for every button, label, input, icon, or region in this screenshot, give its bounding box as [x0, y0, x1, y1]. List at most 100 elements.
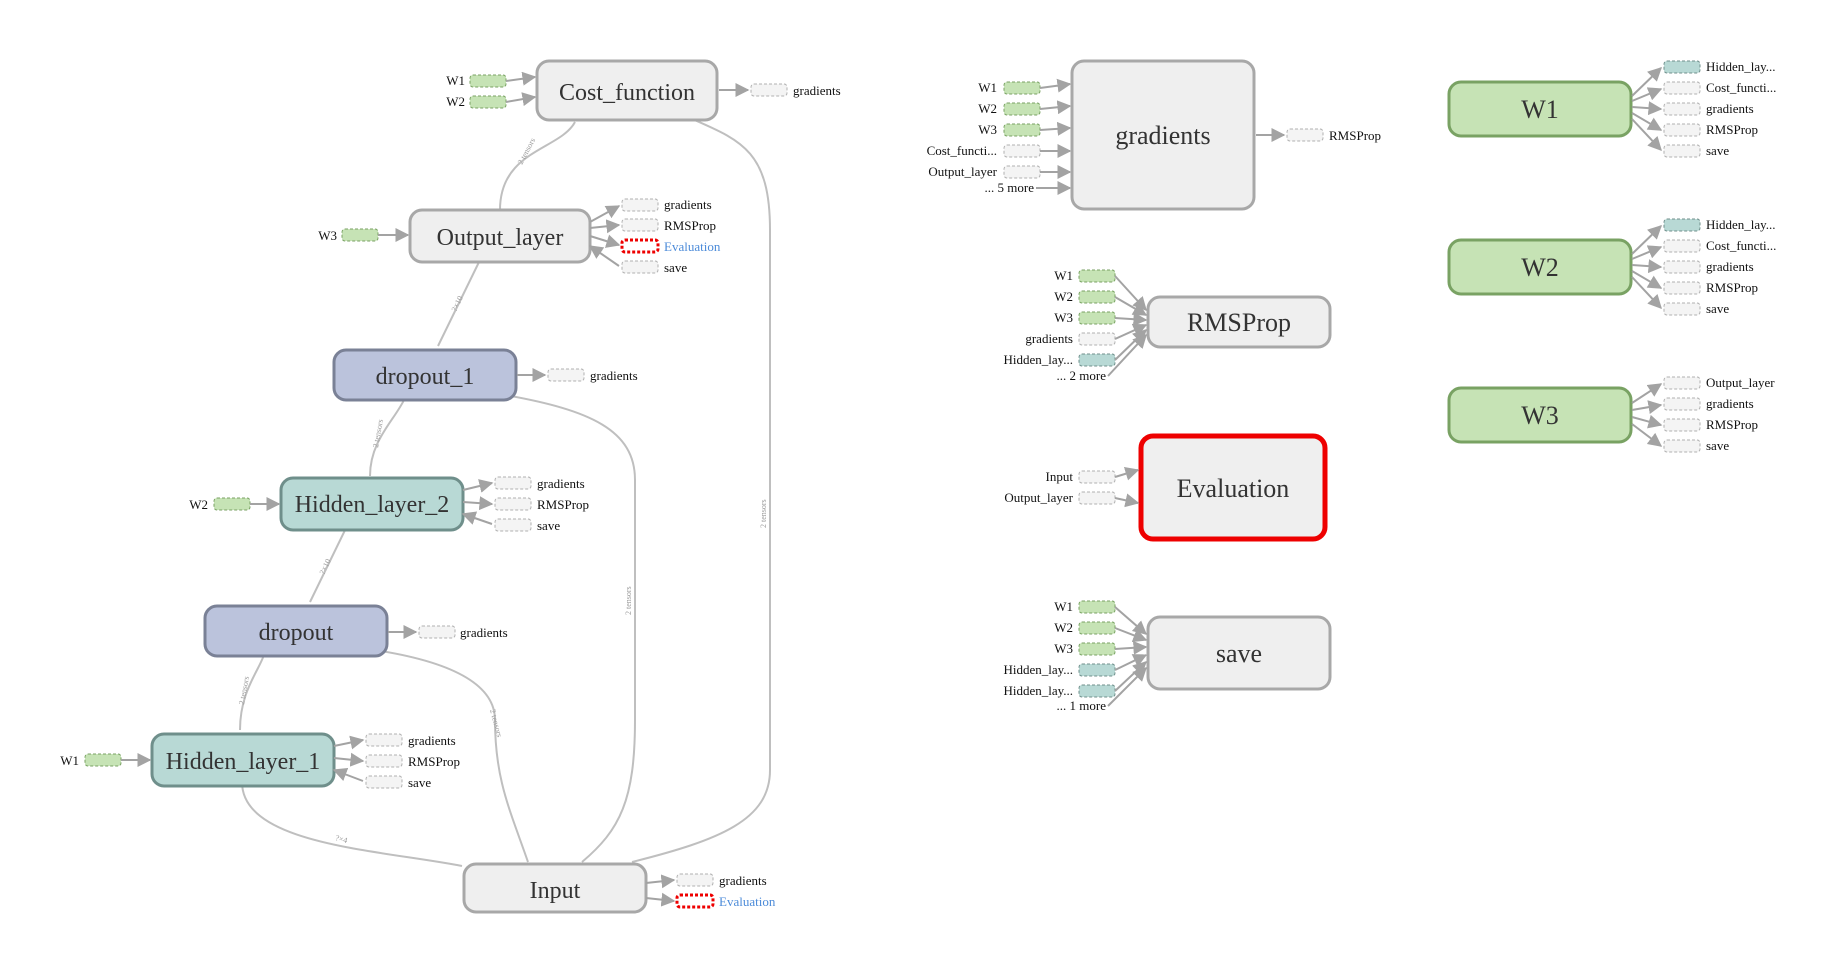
w1-out-save[interactable]: save: [1706, 143, 1729, 158]
port-chip: [1663, 439, 1701, 453]
rmsprop-in-w1[interactable]: W1: [1054, 268, 1073, 283]
gradients-more-inputs[interactable]: ... 5 more: [985, 180, 1035, 195]
port-chip: [1078, 470, 1116, 484]
output-layer-out-evaluation[interactable]: Evaluation: [664, 239, 721, 254]
hidden-port-chip: [1078, 684, 1116, 698]
cost-function-port-gradients[interactable]: gradients: [719, 83, 841, 98]
node-dropout-1[interactable]: dropout_1: [332, 348, 518, 402]
gradients-in-cost-function[interactable]: Cost_functi...: [927, 143, 997, 158]
node-dropout[interactable]: dropout: [203, 604, 389, 658]
input-out-gradients[interactable]: gradients: [719, 873, 767, 888]
port-label: gradients: [590, 368, 638, 383]
rmsprop-in-w2[interactable]: W2: [1054, 289, 1073, 304]
hidden-layer-2-out-rmsprop[interactable]: RMSProp: [537, 497, 589, 512]
rmsprop-more-inputs[interactable]: ... 2 more: [1057, 368, 1107, 383]
port-arrow: [1114, 661, 1148, 692]
save-in-w2[interactable]: W2: [1054, 620, 1073, 635]
port-arrow: [461, 511, 493, 525]
edge-label-input-to-cost: 2 tensors: [759, 499, 768, 528]
w3-out-rmsprop[interactable]: RMSProp: [1706, 417, 1758, 432]
w2-out-gradients[interactable]: gradients: [1706, 259, 1754, 274]
evaluation-in-input[interactable]: Input: [1046, 469, 1074, 484]
node-input[interactable]: Input: [462, 862, 648, 914]
w2-out-rmsprop[interactable]: RMSProp: [1706, 280, 1758, 295]
input-out-ports: gradients Evaluation: [645, 873, 776, 909]
dropout-1-port-gradients[interactable]: gradients: [517, 368, 638, 383]
port-chip: [494, 518, 532, 532]
node-hidden-layer-2[interactable]: Hidden_layer_2: [279, 476, 465, 532]
w1-out-hidden-layer[interactable]: Hidden_lay...: [1706, 59, 1776, 74]
hidden-port-chip: [1663, 218, 1701, 232]
port-arrow: [1631, 67, 1663, 97]
hidden-layer-2-port-w2[interactable]: W2: [189, 497, 281, 512]
hidden-layer-1-port-w1[interactable]: W1: [60, 753, 152, 768]
rmsprop-in-gradients[interactable]: gradients: [1025, 331, 1073, 346]
port-arrow: [645, 874, 676, 889]
weight-port-chip: [1078, 290, 1116, 304]
rmsprop-in-hidden-layer[interactable]: Hidden_lay...: [1003, 352, 1073, 367]
output-layer-out-gradients[interactable]: gradients: [664, 197, 712, 212]
node-input-label: Input: [530, 878, 581, 904]
w1-out-gradients[interactable]: gradients: [1706, 101, 1754, 116]
hidden-layer-1-out-ports: gradients RMSProp save: [332, 733, 460, 790]
w2-out-hidden-layer[interactable]: Hidden_lay...: [1706, 217, 1776, 232]
gradients-in-w1[interactable]: W1: [978, 80, 997, 95]
input-out-evaluation[interactable]: Evaluation: [719, 894, 776, 909]
gradients-in-output-layer[interactable]: Output_layer: [928, 164, 997, 179]
weight-port-chip: [1078, 621, 1116, 635]
port-chip: [1003, 165, 1041, 179]
cost-function-port-w1[interactable]: W1: [446, 71, 537, 88]
dropout-port-gradients[interactable]: gradients: [388, 625, 508, 640]
node-hidden-layer-1[interactable]: Hidden_layer_1: [150, 732, 336, 788]
save-more-inputs[interactable]: ... 1 more: [1057, 698, 1107, 713]
hidden-layer-1-out-rmsprop[interactable]: RMSProp: [408, 754, 460, 769]
hidden-layer-1-out-save[interactable]: save: [408, 775, 431, 790]
gradients-in-w2[interactable]: W2: [978, 101, 997, 116]
hidden-layer-2-out-save[interactable]: save: [537, 518, 560, 533]
node-output-layer[interactable]: Output_layer: [408, 208, 592, 264]
aux-node-evaluation[interactable]: Evaluation: [1138, 433, 1328, 542]
aux-node-gradients[interactable]: gradients: [1070, 59, 1256, 211]
edge-input-to-hidden1: [241, 781, 463, 867]
hidden-layer-2-out-gradients[interactable]: gradients: [537, 476, 585, 491]
aux-node-w3-label: W3: [1521, 401, 1559, 430]
highlight-port-chip: [675, 893, 715, 909]
save-in-w3[interactable]: W3: [1054, 641, 1073, 656]
aux-node-w1[interactable]: W1: [1447, 80, 1633, 138]
save-in-w1[interactable]: W1: [1054, 599, 1073, 614]
aux-node-w2[interactable]: W2: [1447, 238, 1633, 296]
output-layer-port-w3[interactable]: W3: [318, 228, 410, 243]
gradients-out-rmsprop[interactable]: RMSProp: [1256, 128, 1381, 143]
output-layer-out-rmsprop[interactable]: RMSProp: [664, 218, 716, 233]
output-layer-out-ports: gradients RMSProp Evaluation save: [588, 197, 721, 275]
aux-node-w3[interactable]: W3: [1447, 386, 1633, 444]
port-arrow: [333, 735, 365, 750]
w3-out-save[interactable]: save: [1706, 438, 1729, 453]
node-cost-function[interactable]: Cost_function: [535, 59, 719, 122]
hidden-layer-1-out-gradients[interactable]: gradients: [408, 733, 456, 748]
weight-port-chip: [1078, 269, 1116, 283]
weight-port-chip: [84, 753, 122, 767]
w2-out-cost-function[interactable]: Cost_functi...: [1706, 238, 1776, 253]
gradients-in-w3[interactable]: W3: [978, 122, 997, 137]
hidden-port-chip: [1078, 353, 1116, 367]
rmsprop-in-w3[interactable]: W3: [1054, 310, 1073, 325]
w2-out-save[interactable]: save: [1706, 301, 1729, 316]
w1-out-cost-function[interactable]: Cost_functi...: [1706, 80, 1776, 95]
port-chip: [1663, 239, 1701, 253]
save-in-hidden-layer-b[interactable]: Hidden_lay...: [1003, 683, 1073, 698]
cost-function-port-w2[interactable]: W2: [446, 92, 537, 109]
w3-out-gradients[interactable]: gradients: [1706, 396, 1754, 411]
port-arrow: [1114, 493, 1140, 508]
aux-node-save[interactable]: save: [1146, 615, 1332, 691]
output-layer-out-save[interactable]: save: [664, 260, 687, 275]
port-chip: [365, 775, 403, 789]
evaluation-in-output-layer[interactable]: Output_layer: [1004, 490, 1073, 505]
port-arrow: [1114, 329, 1148, 361]
aux-node-rmsprop[interactable]: RMSProp: [1146, 295, 1332, 349]
port-arrow: [1107, 333, 1147, 377]
save-in-hidden-layer-a[interactable]: Hidden_lay...: [1003, 662, 1073, 677]
w3-out-output-layer[interactable]: Output_layer: [1706, 375, 1775, 390]
w1-out-rmsprop[interactable]: RMSProp: [1706, 122, 1758, 137]
